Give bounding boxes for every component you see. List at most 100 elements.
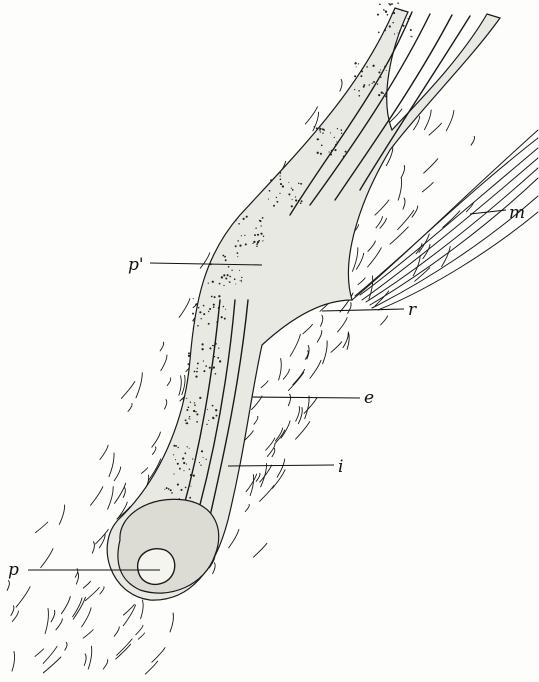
stipple-dot: [197, 362, 199, 364]
tissue-fibre: [429, 123, 442, 135]
stipple-dot: [384, 29, 386, 31]
stipple-dot: [221, 276, 223, 278]
stipple-dot: [208, 311, 209, 312]
stipple-dot: [224, 256, 226, 258]
stipple-dot: [288, 182, 289, 183]
stipple-dot: [280, 178, 282, 180]
stipple-dot: [358, 95, 360, 97]
stipple-dot: [363, 86, 365, 88]
tissue-fibre: [108, 487, 114, 510]
stipple-dot: [202, 343, 204, 345]
tissue-fibre: [348, 303, 352, 314]
tissue-fibre: [51, 610, 55, 622]
stipple-dot: [166, 487, 168, 489]
stipple-dot: [238, 223, 240, 225]
stipple-dot: [209, 367, 211, 369]
stipple-dot: [186, 409, 188, 411]
stipple-dot: [206, 424, 207, 425]
stipple-dot: [200, 465, 201, 466]
stipple-dot: [229, 281, 230, 282]
tissue-fibre: [424, 110, 431, 130]
stipple-dot: [170, 489, 172, 491]
stipple-dot: [192, 458, 193, 459]
stipple-dot: [193, 410, 195, 412]
leader-r: [322, 309, 404, 311]
tissue-fibre: [114, 627, 119, 637]
stipple-dot: [185, 487, 187, 489]
stipple-dot: [280, 172, 282, 174]
stipple-dot: [240, 280, 241, 281]
stipple-dot: [225, 309, 226, 310]
stipple-dot: [389, 25, 391, 27]
papilla: [138, 549, 175, 585]
stipple-dot: [185, 419, 187, 421]
stipple-dot: [276, 197, 277, 198]
tissue-fibre: [283, 369, 289, 379]
tissue-fibre: [83, 630, 93, 639]
tissue-fibre: [96, 529, 109, 544]
tissue-fibre: [403, 198, 405, 209]
stipple-dot: [237, 240, 239, 242]
tissue-fibre: [423, 244, 430, 258]
stipple-dot: [317, 152, 319, 154]
tissue-fibre: [65, 642, 67, 650]
stipple-dot: [234, 278, 236, 280]
tissue-fibre: [170, 613, 173, 632]
tissue-fibre: [343, 334, 348, 348]
stipple-dot: [218, 295, 220, 297]
tissue-fibre: [43, 657, 61, 673]
stipple-dot: [245, 243, 247, 245]
stipple-dot: [394, 33, 395, 34]
stipple-dot: [190, 402, 191, 403]
stipple-dot: [318, 139, 319, 140]
stipple-dot: [237, 252, 239, 254]
tissue-fibre: [179, 376, 181, 395]
tissue-fibre: [35, 649, 44, 657]
tissue-fibre: [245, 504, 249, 511]
tissue-fibre: [167, 378, 171, 386]
stipple-dot: [188, 418, 189, 419]
stipple-dot: [397, 32, 398, 33]
tissue-fibre: [109, 453, 114, 477]
stipple-dot: [196, 303, 197, 304]
tissue-fibre: [296, 407, 300, 422]
tissue-fibre: [380, 218, 387, 228]
tissue-fibre: [142, 468, 148, 474]
tissue-fibre: [375, 200, 389, 215]
stipple-dot: [222, 255, 224, 257]
tissue-fibre: [213, 563, 216, 574]
stipple-dot: [410, 36, 411, 37]
stipple-dot: [190, 486, 191, 487]
stipple-dot: [336, 141, 337, 142]
stipple-dot: [282, 185, 284, 187]
leader-e: [252, 397, 360, 398]
stipple-dot: [219, 283, 221, 285]
stipple-dot: [187, 363, 189, 365]
stipple-dot: [164, 489, 165, 490]
stipple-dot: [188, 355, 190, 357]
stipple-dot: [379, 4, 381, 6]
tissue-fibre: [267, 444, 275, 456]
stipple-dot: [241, 277, 242, 278]
stipple-dot: [322, 128, 324, 130]
tissue-fibre: [145, 661, 157, 674]
stipple-dot: [173, 445, 175, 447]
stipple-dot: [235, 283, 236, 284]
tissue-fibre: [115, 483, 126, 503]
stipple-dot: [411, 36, 412, 37]
stipple-dot: [378, 94, 380, 96]
tissue-fibre: [253, 543, 267, 557]
stipple-dot: [356, 66, 357, 67]
stipple-dot: [393, 12, 395, 14]
tissue-fibre: [43, 646, 57, 663]
stipple-dot: [201, 318, 202, 319]
tissue-fibre: [88, 646, 92, 669]
stipple-dot: [180, 489, 182, 491]
stipple-dot: [270, 179, 272, 181]
stipple-dot: [256, 246, 258, 248]
stipple-dot: [184, 452, 186, 454]
tissue-fibre: [82, 608, 92, 627]
tissue-fibre: [123, 605, 135, 626]
